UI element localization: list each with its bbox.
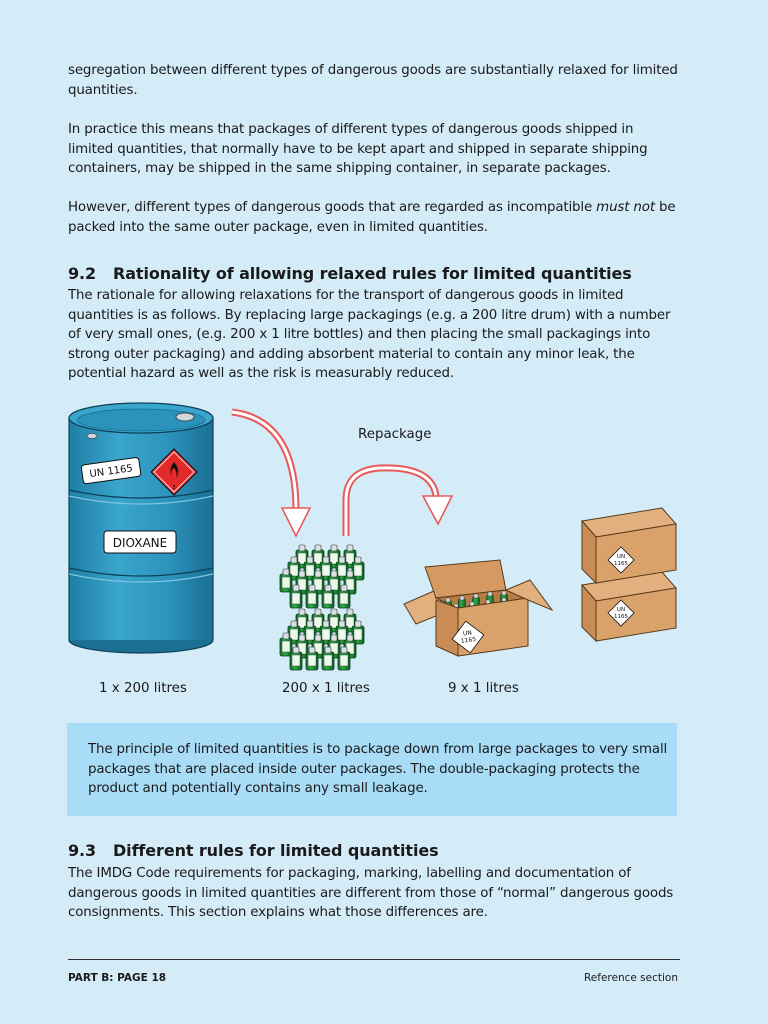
section-title: Rationality of allowing relaxed rules fo…	[113, 264, 632, 283]
bottles-icon	[279, 608, 365, 671]
svg-text:3: 3	[172, 485, 175, 491]
footer-divider	[68, 959, 680, 960]
arrow-down-icon	[231, 408, 312, 538]
section-number: 9.2	[68, 264, 97, 283]
paragraph-incompatible: However, different types of dangerous go…	[68, 198, 680, 237]
box-mark-un: UN	[617, 607, 625, 613]
stacked-boxes-icon: UN 1165 UN 1165	[581, 507, 677, 643]
bottles-icon	[279, 544, 365, 609]
box-mark-number: 1165	[614, 561, 628, 567]
flammable-hazard-icon: 3	[150, 448, 198, 496]
box-mark-number: 1165	[460, 636, 476, 645]
section-9-3-body: The IMDG Code requirements for packaging…	[68, 866, 674, 921]
box-mark-un: UN	[617, 554, 625, 560]
box-mark-number: 1165	[614, 614, 628, 620]
repackage-label: Repackage	[358, 427, 432, 442]
section-heading-9-3: 9.3 Different rules for limited quantitie…	[68, 841, 439, 861]
section-9-2-body: The rationale for allowing relaxations f…	[68, 288, 671, 382]
section-title: Different rules for limited quantities	[113, 841, 439, 860]
caption-box: 9 x 1 litres	[448, 681, 519, 696]
footer-page-number: PART B: PAGE 18	[68, 972, 167, 984]
footer-section-name: Reference section	[583, 972, 678, 984]
drum-name-label: DIOXANE	[113, 536, 167, 550]
paragraph-incompatible-part2: be packed into the same outer package, e…	[68, 200, 676, 235]
paragraph-incompatible-part1: However, different types of dangerous go…	[68, 200, 597, 215]
box-mark-un: UN	[463, 629, 473, 637]
section-heading-9-2: 9.2 Rationality of allowing relaxed rules…	[68, 264, 632, 284]
paragraph-segregation: segregation between different types of d…	[68, 63, 678, 98]
caption-bottles: 200 x 1 litres	[282, 681, 370, 696]
note-box: The principle of limited quantities is t…	[67, 723, 677, 816]
caption-drum: 1 x 200 litres	[99, 681, 187, 696]
arrow-repackage-icon	[342, 464, 454, 536]
emphasis-must-not: must not	[596, 200, 655, 215]
open-box-icon: UN 1165	[403, 559, 554, 657]
drum-icon: UN 1165 3 DIOXANE	[68, 402, 214, 654]
paragraph-in-practice: In practice this means that packages of …	[68, 122, 648, 177]
note-text: The principle of limited quantities is t…	[88, 742, 668, 797]
section-number: 9.3	[68, 841, 97, 860]
